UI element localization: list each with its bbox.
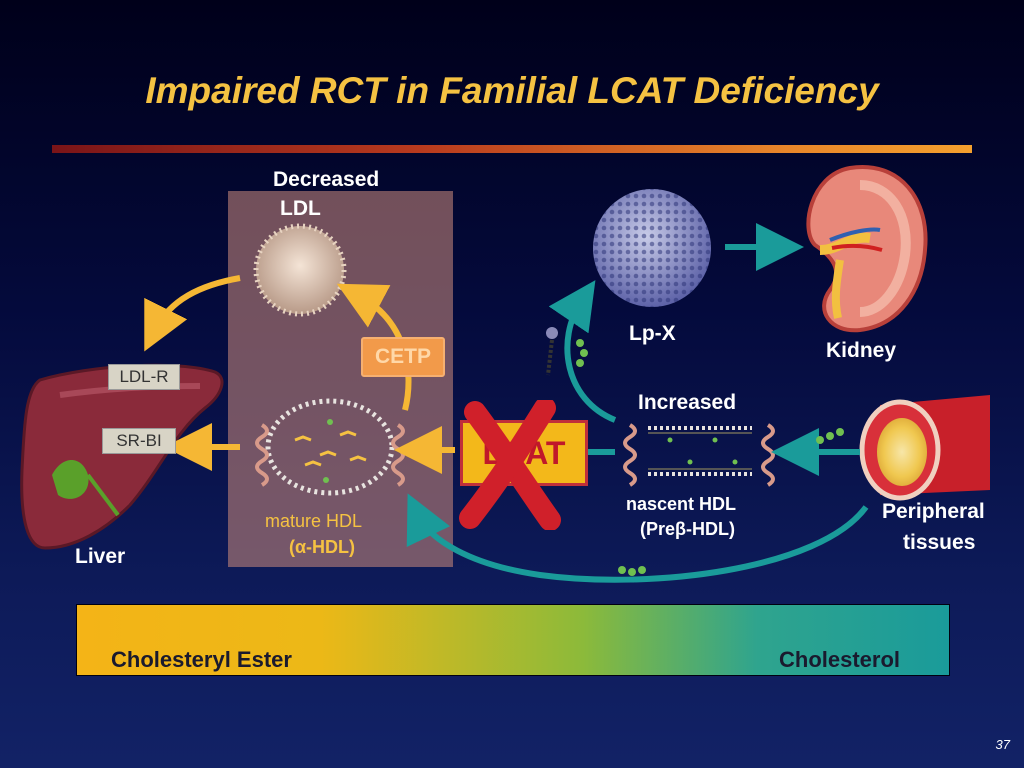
artery-image (859, 395, 990, 501)
label-nascent-hdl: nascent HDL (626, 494, 737, 514)
label-peripheral: Peripheral (882, 500, 985, 523)
nascent-hdl-particle (623, 423, 775, 487)
blocked-x-icon (459, 400, 561, 530)
label-increased: Increased (638, 391, 737, 414)
ldl-particle (253, 223, 347, 317)
label-ldl: LDL (280, 197, 321, 220)
label-prebeta-hdl: (Preβ-HDL) (640, 519, 735, 539)
label-decreased: Decreased (273, 168, 380, 191)
label-lpx: Lp-X (629, 322, 676, 345)
lpx-particle (593, 189, 711, 307)
kidney-image (806, 164, 928, 333)
page-number: 37 (995, 737, 1010, 752)
label-liver: Liver (75, 545, 126, 568)
srbi-receptor-label: SR-BI (102, 428, 176, 454)
label-alpha-hdl: (α-HDL) (289, 537, 356, 557)
legend-cholesteryl-ester: Cholesteryl Ester (111, 647, 292, 672)
slide-title: Impaired RCT in Familial LCAT Deficiency (145, 70, 879, 111)
ldlr-receptor-label: LDL-R (108, 364, 180, 390)
title-underline (52, 145, 972, 153)
legend-cholesterol: Cholesterol (779, 647, 901, 672)
arrow-ldl-to-liver (144, 275, 241, 352)
arrow-nascent-to-lpx (548, 280, 617, 423)
arrow-tissue-to-mature-hdl (406, 493, 869, 583)
cetp-label: CETP (361, 337, 445, 377)
cholesterol-molecule-icon (546, 327, 844, 576)
cholesterol-gradient-bar: Cholesteryl Ester Cholesterol (76, 604, 950, 676)
liver-image (20, 363, 224, 550)
label-mature-hdl: mature HDL (265, 511, 363, 531)
label-tissues: tissues (903, 531, 976, 554)
mature-hdl-particle (255, 398, 405, 496)
label-kidney: Kidney (826, 339, 897, 362)
